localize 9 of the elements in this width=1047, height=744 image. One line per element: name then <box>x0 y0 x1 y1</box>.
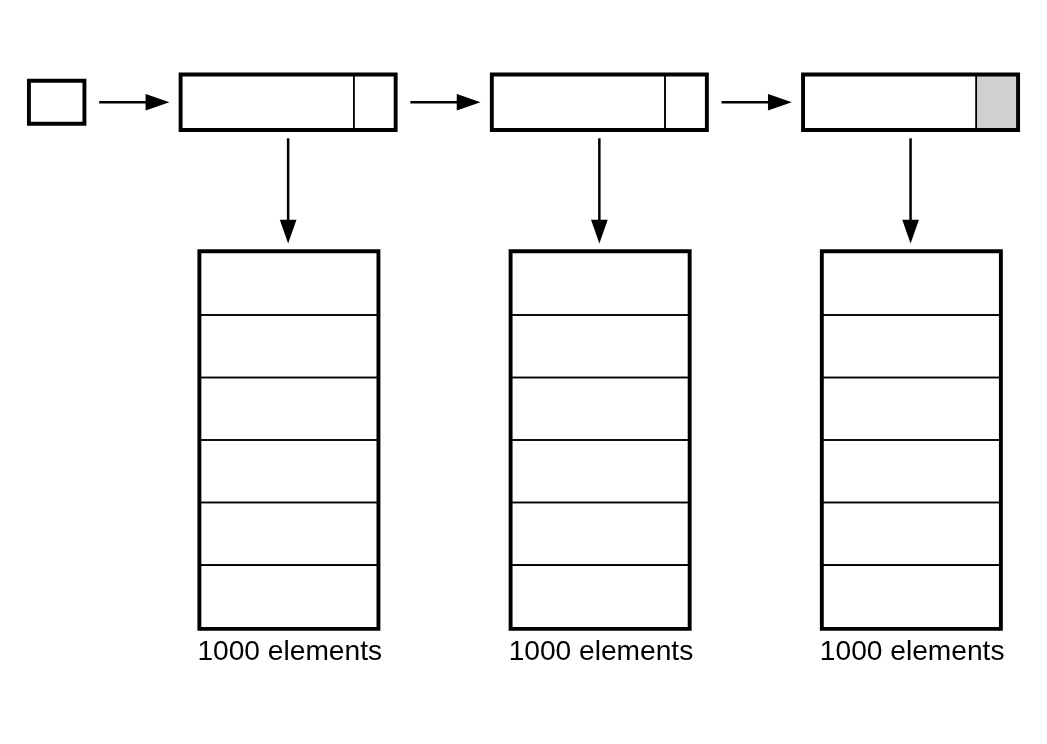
arrow <box>902 138 919 244</box>
node-label: 1000 elements <box>819 634 1005 666</box>
arrow <box>279 138 297 244</box>
arrow <box>410 93 481 111</box>
arrow <box>721 93 792 111</box>
node-label: 1000 elements <box>197 634 383 666</box>
arrow <box>99 93 170 111</box>
node-label: 1000 elements <box>508 634 694 666</box>
arrow <box>591 138 608 244</box>
